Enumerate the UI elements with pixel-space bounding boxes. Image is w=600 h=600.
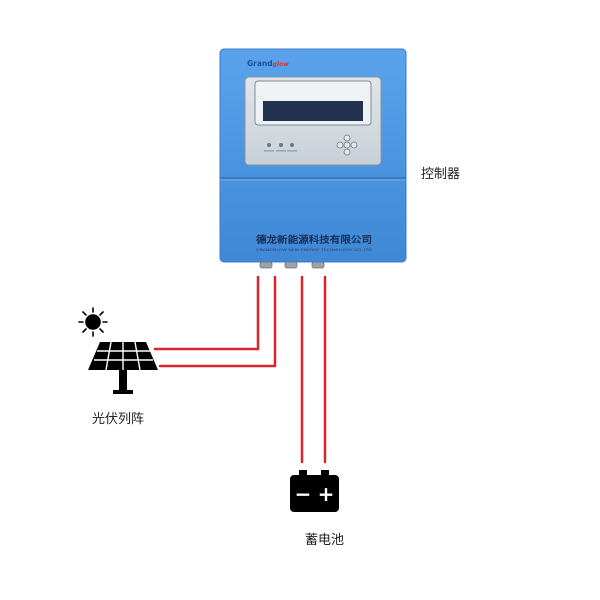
cable-gland <box>259 261 273 269</box>
keypad <box>336 134 358 156</box>
solar-array-label: 光伏列阵 <box>92 412 145 427</box>
solar-panel-icon <box>88 341 158 394</box>
led-indicator <box>290 143 294 147</box>
led-indicator <box>267 143 271 147</box>
wires <box>153 275 327 464</box>
sun-icon <box>78 307 108 337</box>
cable-gland <box>284 261 298 269</box>
company-name-cn: 德龙新能源科技有限公司 <box>256 234 372 246</box>
solar-wire-upper <box>153 275 260 351</box>
keypad-button-left[interactable] <box>336 141 344 149</box>
keypad-button-right[interactable] <box>350 141 358 149</box>
battery-minus-sign: − <box>295 482 312 506</box>
cable-gland <box>311 261 325 269</box>
lcd-screen <box>263 101 363 121</box>
keypad-button-center[interactable] <box>343 141 351 149</box>
controller-device: Grandglow 德龙新能源科技有限公司 GRANDGLOW NEW ENER… <box>219 48 407 269</box>
controller-label: 控制器 <box>421 167 461 182</box>
battery-icon: − + <box>290 470 339 512</box>
brand-prefix: Grand <box>247 59 273 68</box>
keypad-button-up[interactable] <box>343 134 351 142</box>
battery-plus-sign: + <box>318 482 335 506</box>
brand-suffix: glow <box>273 61 289 68</box>
solar-wire-lower <box>158 275 277 368</box>
led-indicator <box>279 143 283 147</box>
cable-glands <box>259 261 325 269</box>
keypad-button-down[interactable] <box>343 148 351 156</box>
company-name-en: GRANDGLOW NEW ENERGY TECHNOLOGY CO.,LTD <box>256 248 373 252</box>
battery-label: 蓄电池 <box>305 533 345 548</box>
brand-logo: Grandglow <box>247 59 289 68</box>
